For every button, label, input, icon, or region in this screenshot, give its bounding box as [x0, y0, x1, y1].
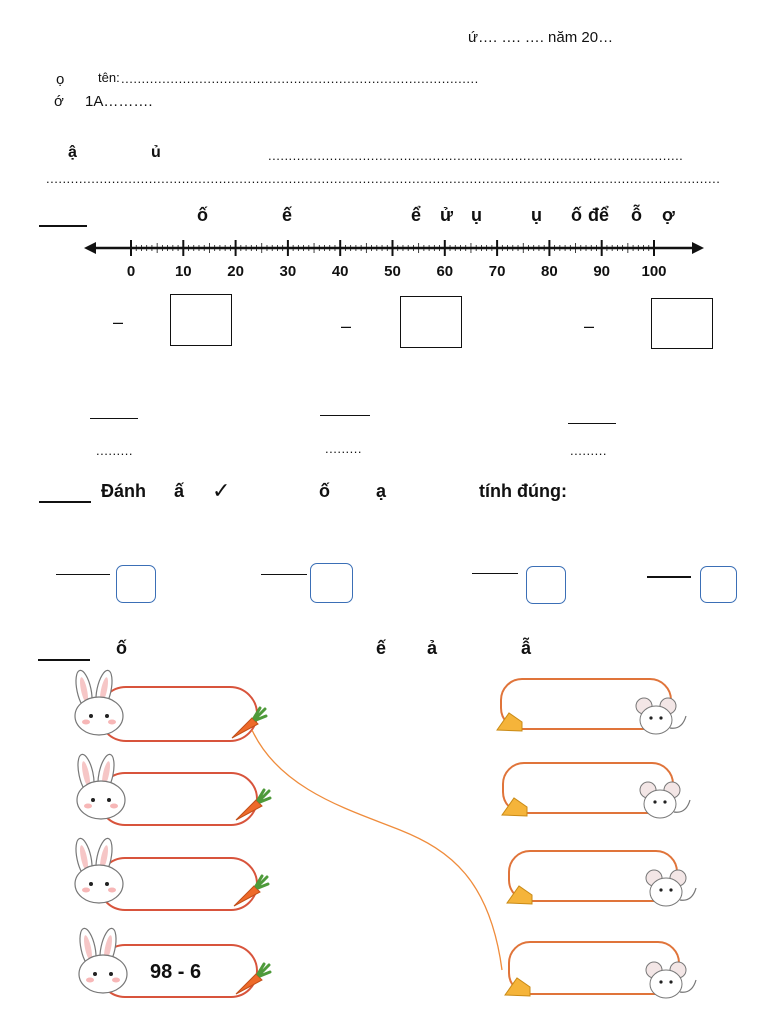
section3-title-part: ế: [376, 638, 387, 658]
rabbit-icon: [76, 753, 126, 820]
observe-label-b: ủ: [151, 144, 161, 161]
section2-title-part: ố: [319, 481, 330, 501]
section1-title-part: ể: [411, 205, 422, 225]
section1-title-part: ế: [282, 205, 293, 225]
connector-line: [251, 729, 503, 971]
dash: –: [113, 312, 124, 332]
tick-label: 10: [174, 263, 192, 280]
fraction-line: [90, 418, 138, 419]
cheese-icon: [504, 977, 531, 997]
section1-title-part: ử: [440, 205, 454, 225]
answer-box[interactable]: [170, 294, 232, 346]
observe-label-a: ậ: [68, 144, 77, 161]
fraction-line: [261, 574, 307, 575]
check-box[interactable]: [310, 563, 353, 603]
section1-title-part: để: [588, 205, 610, 225]
date-line: ứ…. …. …. năm 20…: [468, 29, 614, 46]
mouse-icon: [635, 697, 687, 735]
dash: –: [341, 316, 352, 336]
expression-label: 98 - 6: [150, 961, 202, 983]
class-value[interactable]: 1A……….: [85, 93, 153, 110]
tick-label: 90: [593, 263, 611, 280]
name-prefix: ọ: [56, 71, 65, 88]
observe-dots-2[interactable]: ........................................…: [46, 171, 721, 186]
section2-title-prefix: Đánh: [101, 481, 146, 501]
fraction-line: [320, 415, 370, 416]
carrot-icon: [231, 706, 268, 739]
carrot-icon: [235, 788, 272, 821]
tick-label: 80: [541, 263, 558, 280]
rabbit-icon: [78, 927, 128, 994]
section1-title-part: ợ: [662, 205, 675, 225]
section3-title-part: ẫ: [521, 638, 532, 658]
mouse-icon: [639, 781, 691, 819]
tick-label: 30: [279, 263, 297, 280]
check-box[interactable]: [526, 566, 566, 604]
tick-label: 40: [331, 263, 349, 280]
name-dots[interactable]: ........................................…: [121, 71, 479, 86]
fraction-line: [647, 576, 691, 578]
section3-underline: [38, 659, 90, 661]
section1-title-part: ỗ: [631, 205, 642, 225]
cheese-icon: [496, 712, 523, 732]
answer-box[interactable]: [651, 298, 713, 349]
name-label: tên:: [98, 70, 120, 85]
section2-title-part: ấ: [174, 481, 185, 501]
rabbit-icon: [74, 669, 124, 736]
section2-title-end: tính đúng:: [479, 481, 567, 501]
answer-box[interactable]: [400, 296, 462, 348]
fraction-line: [568, 423, 616, 424]
rabbit-icon: [74, 837, 124, 904]
number-line: [84, 240, 704, 256]
mouse-icon: [645, 961, 697, 999]
answer-dots[interactable]: .........: [96, 443, 134, 458]
section2-title-part: ạ: [376, 481, 387, 501]
section2-underline: [39, 501, 91, 503]
tick-label: 0: [126, 263, 136, 280]
section1-title-part: ụ: [531, 205, 542, 225]
carrot-icon: [235, 962, 272, 995]
tick-label: 60: [436, 263, 454, 280]
cheese-icon: [501, 797, 528, 817]
check-box[interactable]: [700, 566, 737, 603]
observe-dots[interactable]: ........................................…: [268, 148, 684, 163]
check-mark-icon: ✓: [212, 478, 231, 503]
class-prefix: ớ: [54, 93, 64, 110]
section1-title-part: ụ: [471, 205, 482, 225]
tick-label: 50: [384, 263, 401, 280]
fraction-line: [56, 574, 110, 575]
carrot-icon: [233, 874, 270, 907]
check-box[interactable]: [116, 565, 156, 603]
section1-underline: [39, 225, 87, 227]
section1-title-part: ố: [197, 205, 208, 225]
left-arrow-icon: [84, 242, 96, 254]
section3-title-part: ố: [116, 638, 127, 658]
tick-label: 20: [227, 263, 244, 280]
mouse-icon: [645, 869, 697, 907]
answer-dots[interactable]: .........: [570, 443, 608, 458]
dash: –: [584, 316, 595, 336]
cheese-icon: [506, 885, 533, 905]
fraction-line: [472, 573, 518, 574]
answer-dots[interactable]: .........: [325, 441, 363, 456]
section3-title-part: ả: [427, 638, 438, 658]
tick-label: 70: [488, 263, 506, 280]
tick-label: 100: [641, 263, 667, 280]
right-arrow-icon: [692, 242, 704, 254]
section1-title-part: ố: [571, 205, 582, 225]
